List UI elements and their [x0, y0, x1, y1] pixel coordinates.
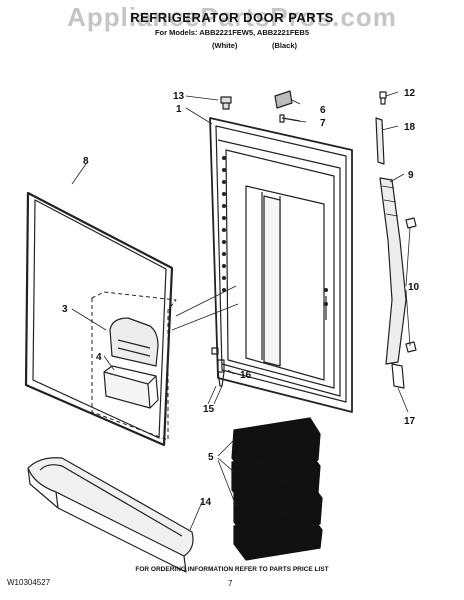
door-assembly	[209, 117, 353, 413]
callout-13: 13	[173, 91, 185, 102]
callout-9: 9	[408, 170, 414, 181]
callout-4: 4	[96, 352, 102, 363]
bracket-outline	[91, 291, 177, 441]
dairy-bin-upper	[109, 317, 159, 367]
callout-5: 5	[208, 452, 214, 463]
door-bins	[231, 417, 323, 561]
callout-7: 7	[320, 118, 326, 129]
page-number: 7	[228, 579, 233, 588]
hinge-pad	[274, 90, 293, 109]
callout-15: 15	[203, 404, 215, 415]
callout-1: 1	[176, 104, 182, 115]
callout-18: 18	[404, 122, 416, 133]
callout-3: 3	[62, 304, 68, 315]
callout-14: 14	[200, 497, 212, 508]
dairy-bin-lower	[103, 365, 159, 409]
door-shelf	[27, 457, 194, 573]
hinge-screw	[211, 347, 219, 355]
handle-screw	[405, 341, 417, 353]
callout-8: 8	[83, 156, 89, 167]
screw-top	[379, 91, 387, 105]
callout-16: 16	[240, 370, 252, 381]
callout-6: 6	[320, 105, 326, 116]
model-list: For Models: ABB2221FEW5, ABB2221FEB5	[154, 28, 310, 37]
color-label-white: (White)	[212, 41, 238, 50]
handle-screw	[405, 217, 417, 229]
document-number: W10304527	[7, 578, 51, 587]
door-gasket	[24, 191, 174, 447]
ordering-note: FOR ORDERING INFORMATION REFER TO PARTS …	[135, 566, 329, 573]
handle-trim	[391, 363, 405, 389]
callout-17: 17	[404, 416, 416, 427]
door-stop-screw	[220, 96, 232, 110]
watermark: AppliancePartsPros.com	[67, 2, 397, 32]
callout-12: 12	[404, 88, 416, 99]
color-label-black: (Black)	[272, 41, 298, 50]
hinge-bar	[375, 117, 385, 165]
door-handle	[379, 177, 407, 365]
callout-10: 10	[408, 282, 420, 293]
page-title: REFRIGERATOR DOOR PARTS	[130, 10, 334, 25]
